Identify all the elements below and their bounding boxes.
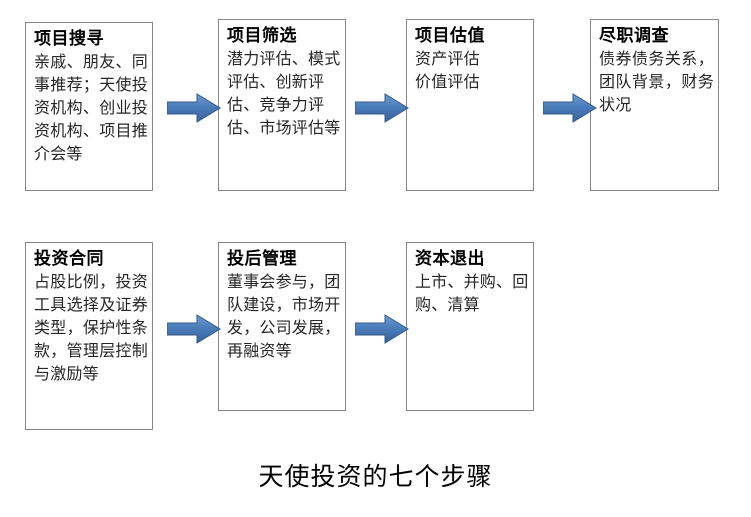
process-box-project-valuation[interactable]: 项目估值 资产评估 价值评估 <box>406 19 534 191</box>
right-arrow-icon <box>543 93 597 123</box>
right-arrow-icon <box>167 93 221 123</box>
process-box-title: 投后管理 <box>227 249 297 269</box>
right-arrow-icon <box>355 314 409 344</box>
process-box-capital-exit[interactable]: 资本退出 上市、并购、回购、清算 <box>406 242 534 411</box>
process-box-body: 董事会参与，团队建设，市场开发，公司发展，再融资等 <box>227 272 341 360</box>
process-box-body: 上市、并购、回购、清算 <box>415 272 529 314</box>
right-arrow-icon <box>167 314 221 344</box>
process-box-due-diligence[interactable]: 尽职调查 债券债务关系，团队背景，财务状况 <box>590 19 719 191</box>
process-box-body: 债券债务关系，团队背景，财务状况 <box>599 49 714 114</box>
process-box-title: 投资合同 <box>34 249 104 269</box>
process-box-investment-contract[interactable]: 投资合同 占股比例，投资工具选择及证券类型，保护性条款，管理层控制与激励等 <box>25 242 153 430</box>
process-box-project-search[interactable]: 项目搜寻 亲戚、朋友、同事推荐；天使投资机构、创业投资机构、项目推介会等 <box>25 22 153 191</box>
process-box-title: 资本退出 <box>415 249 485 269</box>
process-box-body: 资产评估 价值评估 <box>415 49 480 91</box>
process-box-title: 项目估值 <box>415 26 485 46</box>
process-box-post-investment-management[interactable]: 投后管理 董事会参与，团队建设，市场开发，公司发展，再融资等 <box>218 242 346 411</box>
process-box-title: 尽职调查 <box>599 26 669 46</box>
right-arrow-icon <box>355 93 409 123</box>
process-box-body: 潜力评估、模式评估、创新评估、竞争力评估、市场评估等 <box>227 49 341 137</box>
process-box-body: 亲戚、朋友、同事推荐；天使投资机构、创业投资机构、项目推介会等 <box>34 52 148 163</box>
process-box-title: 项目搜寻 <box>34 29 104 49</box>
process-box-title: 项目筛选 <box>227 26 297 46</box>
process-box-body: 占股比例，投资工具选择及证券类型，保护性条款，管理层控制与激励等 <box>34 272 148 383</box>
diagram-caption: 天使投资的七个步骤 <box>258 462 493 491</box>
process-box-project-screening[interactable]: 项目筛选 潜力评估、模式评估、创新评估、竞争力评估、市场评估等 <box>218 19 346 191</box>
